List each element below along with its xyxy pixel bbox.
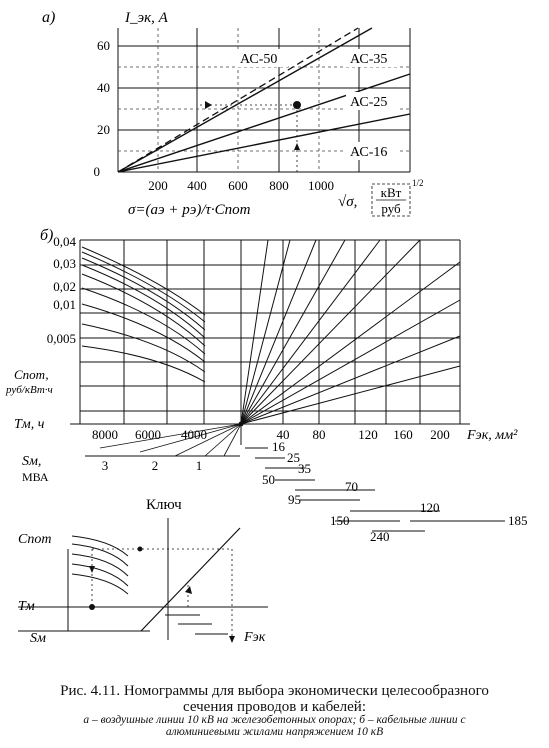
panel-b-section-240: 240 (370, 529, 390, 544)
panel-b-rays (240, 239, 461, 425)
key-dot-start (89, 604, 95, 610)
caption-line-4: алюминиевыми жилами напряжением 10 кВ (165, 726, 384, 738)
panel-a-unit-exp: 1/2 (412, 178, 424, 188)
caption-line-1: Рис. 4.11. Номограммы для выбора экономи… (60, 683, 489, 699)
key-arrow-f-icon (229, 636, 235, 643)
panel-a-line-ac50 (117, 27, 373, 173)
key-label-c: Cпот (18, 532, 51, 547)
panel-b-ftick-200: 200 (430, 427, 450, 442)
panel-a-ytick-0: 0 (94, 164, 101, 179)
panel-b-section-16: 16 (272, 439, 286, 454)
panel-a-ytick-60: 60 (97, 38, 110, 53)
panel-a-ytick-20: 20 (97, 122, 110, 137)
panel-b-ttick-6000: 6000 (135, 427, 161, 442)
panel-a-unit-num: кВт (381, 185, 402, 200)
panel-b-grid (70, 239, 470, 445)
panel-a-xtick-800: 800 (269, 178, 289, 193)
panel-a-xtick-600: 600 (228, 178, 248, 193)
panel-a-line-dashed (117, 27, 359, 173)
panel-b-c-axis-unit: руб/кВт·ч (5, 384, 53, 396)
panel-b-ctick-003: 0,03 (53, 256, 76, 271)
panel-b-section-120: 120 (420, 500, 440, 515)
panel-b-ftick-80: 80 (313, 427, 326, 442)
panel-a-example-point (293, 101, 301, 109)
panel-a-arrow-left-icon (205, 101, 212, 109)
panel-b-f-axis-label: Fэк, мм² (466, 428, 518, 443)
panel-a-grid (117, 28, 411, 173)
panel-b-ctick-004: 0,04 (53, 234, 76, 249)
panel-a-y-title: I_эк, А (124, 10, 169, 26)
panel-b-stick-1: 1 (196, 458, 203, 473)
panel-a-xtick-1000: 1000 (308, 178, 334, 193)
panel-b-ctick-002: 0,02 (53, 279, 76, 294)
panel-a-arrow-up-icon (294, 143, 300, 150)
panel-a-label-ac35: АС-35 (350, 52, 387, 67)
panel-b-c-axis-label: Cпот, (14, 367, 49, 382)
key-curves (71, 535, 129, 595)
panel-b-ctick-001: 0,01 (53, 297, 76, 312)
panel-a-label-ac16: АС-16 (350, 145, 387, 160)
panel-a-line-ac35 (117, 73, 411, 173)
panel-a-label-ac25: АС-25 (350, 95, 387, 110)
key-arrow-diag-icon (185, 586, 192, 594)
panel-b-section-50: 50 (262, 472, 275, 487)
panel-a-x-sqrt: √σ, (338, 194, 357, 210)
panel-a-x-formula: σ=(aэ + pэ)/τ·Cпот (128, 202, 251, 218)
panel-a-label: а) (42, 9, 55, 26)
key-dot-top (137, 546, 143, 552)
key-arrow-down-icon (89, 566, 95, 573)
panel-b-s-axis-label: Sм, (22, 454, 41, 469)
panel-b-ttick-4000: 4000 (181, 427, 207, 442)
panel-b-ftick-160: 160 (393, 427, 413, 442)
panel-b-section-70: 70 (345, 479, 358, 494)
key-title: Ключ (146, 497, 182, 513)
panel-a-label-ac50: АС-50 (240, 52, 277, 67)
panel-b-section-steps (245, 447, 505, 532)
key-label-f: Fэк (243, 630, 266, 645)
key-label-s: Sм (30, 631, 46, 646)
panel-b-stick-2: 2 (152, 458, 159, 473)
panel-a: а) I_эк, А 0 20 40 60 200 400 (42, 9, 424, 218)
panel-b-t-rays (99, 423, 242, 457)
figure-caption: Рис. 4.11. Номограммы для выбора экономи… (0, 683, 549, 715)
panel-b-t-axis-label: Tм, ч (14, 417, 45, 432)
caption-line-2: сечения проводов и кабелей: (183, 699, 366, 715)
panel-b-curves (81, 246, 206, 383)
panel-a-line-ac25 (117, 113, 411, 173)
panel-b-section-150: 150 (330, 513, 350, 528)
panel-b-section-95: 95 (288, 492, 301, 507)
key-label-t: Tм (18, 599, 35, 614)
panel-a-unit-den: руб (381, 201, 401, 216)
panel-b-pole (238, 421, 244, 427)
panel-a-xtick-200: 200 (148, 178, 168, 193)
caption-line-3: а – воздушные линии 10 кВ на железобетон… (83, 714, 466, 726)
key-ray (140, 527, 241, 632)
figure-caption-legend: а – воздушные линии 10 кВ на железобетон… (0, 714, 549, 738)
key-steps (165, 614, 228, 635)
panel-b-ttick-8000: 8000 (92, 427, 118, 442)
panel-b-label: б) (40, 227, 53, 244)
panel-b-ftick-120: 120 (358, 427, 378, 442)
panel-b-section-35: 35 (298, 461, 311, 476)
panel-b-ftick-40: 40 (277, 427, 290, 442)
key-diagram: Ключ Cпот Tм Sм (18, 497, 268, 646)
panel-b-section-185: 185 (508, 513, 528, 528)
panel-a-ytick-40: 40 (97, 80, 110, 95)
key-dotted-path (91, 548, 233, 640)
panel-b: б) 0,04 0,03 0,02 0,01 (5, 227, 528, 544)
panel-a-xtick-400: 400 (187, 178, 207, 193)
panel-b-ctick-0005: 0,005 (47, 331, 76, 346)
panel-b-s-axis-unit: МВА (22, 470, 49, 484)
panel-b-stick-3: 3 (102, 458, 109, 473)
panel-b-section-25: 25 (287, 450, 300, 465)
